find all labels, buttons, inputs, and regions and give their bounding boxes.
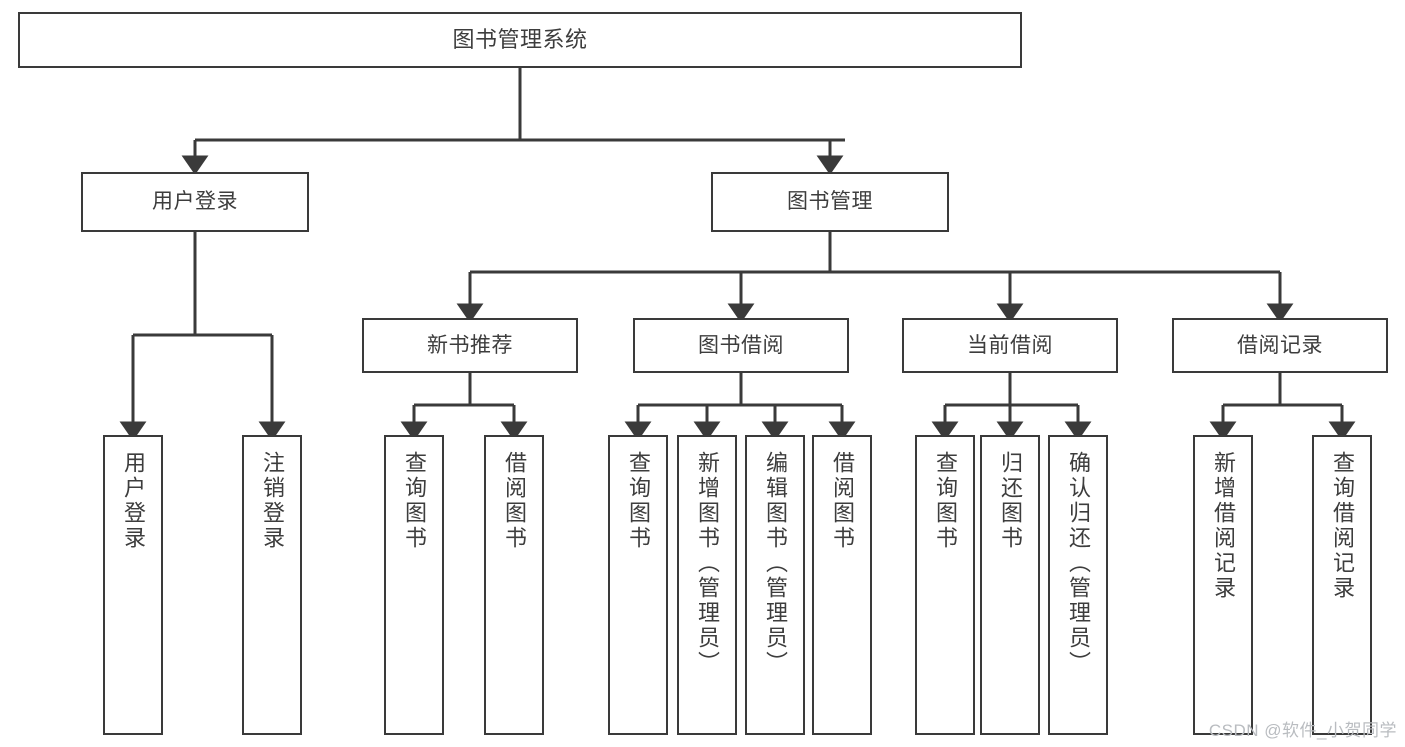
node-leaf-add-record[interactable]: 新增借阅记录 <box>1193 435 1253 735</box>
node-leaf-return-book-label: 归还图书 <box>998 451 1023 551</box>
node-root-label: 图书管理系统 <box>452 26 588 52</box>
node-leaf-borrow-book-2[interactable]: 借阅图书 <box>812 435 872 735</box>
node-leaf-logout-login-label: 注销登录 <box>260 451 285 551</box>
node-new-book-recommend[interactable]: 新书推荐 <box>362 318 578 373</box>
node-leaf-logout-login[interactable]: 注销登录 <box>242 435 302 735</box>
node-root[interactable]: 图书管理系统 <box>18 12 1022 68</box>
node-leaf-add-record-label: 新增借阅记录 <box>1211 451 1236 601</box>
node-leaf-edit-book[interactable]: 编辑图书（管理员） <box>745 435 805 735</box>
node-leaf-confirm-return[interactable]: 确认归还（管理员） <box>1048 435 1108 735</box>
node-leaf-confirm-return-label: 确认归还（管理员） <box>1066 451 1091 676</box>
node-leaf-query-book-1[interactable]: 查询图书 <box>384 435 444 735</box>
node-leaf-add-book[interactable]: 新增图书（管理员） <box>677 435 737 735</box>
node-leaf-borrow-book-1-label: 借阅图书 <box>502 451 527 551</box>
node-leaf-query-book-2-label: 查询图书 <box>626 451 651 551</box>
node-leaf-edit-book-label: 编辑图书（管理员） <box>763 451 788 676</box>
node-leaf-borrow-book-2-label: 借阅图书 <box>830 451 855 551</box>
node-current-borrow[interactable]: 当前借阅 <box>902 318 1118 373</box>
node-user-login-label: 用户登录 <box>152 190 238 214</box>
node-leaf-user-login[interactable]: 用户登录 <box>103 435 163 735</box>
node-leaf-borrow-book-1[interactable]: 借阅图书 <box>484 435 544 735</box>
node-user-login[interactable]: 用户登录 <box>81 172 309 232</box>
node-new-book-recommend-label: 新书推荐 <box>427 333 513 357</box>
node-book-borrow-label: 图书借阅 <box>698 333 784 357</box>
node-leaf-user-login-label: 用户登录 <box>121 451 146 551</box>
node-leaf-query-book-3-label: 查询图书 <box>933 451 958 551</box>
node-leaf-query-book-2[interactable]: 查询图书 <box>608 435 668 735</box>
node-book-borrow[interactable]: 图书借阅 <box>633 318 849 373</box>
node-book-management-label: 图书管理 <box>787 190 873 214</box>
node-book-management[interactable]: 图书管理 <box>711 172 949 232</box>
node-leaf-query-record[interactable]: 查询借阅记录 <box>1312 435 1372 735</box>
node-leaf-add-book-label: 新增图书（管理员） <box>695 451 720 676</box>
node-leaf-query-record-label: 查询借阅记录 <box>1330 451 1355 601</box>
node-borrow-record[interactable]: 借阅记录 <box>1172 318 1388 373</box>
node-leaf-query-book-3[interactable]: 查询图书 <box>915 435 975 735</box>
node-leaf-query-book-1-label: 查询图书 <box>402 451 427 551</box>
node-current-borrow-label: 当前借阅 <box>967 333 1053 357</box>
node-borrow-record-label: 借阅记录 <box>1237 333 1323 357</box>
node-leaf-return-book[interactable]: 归还图书 <box>980 435 1040 735</box>
